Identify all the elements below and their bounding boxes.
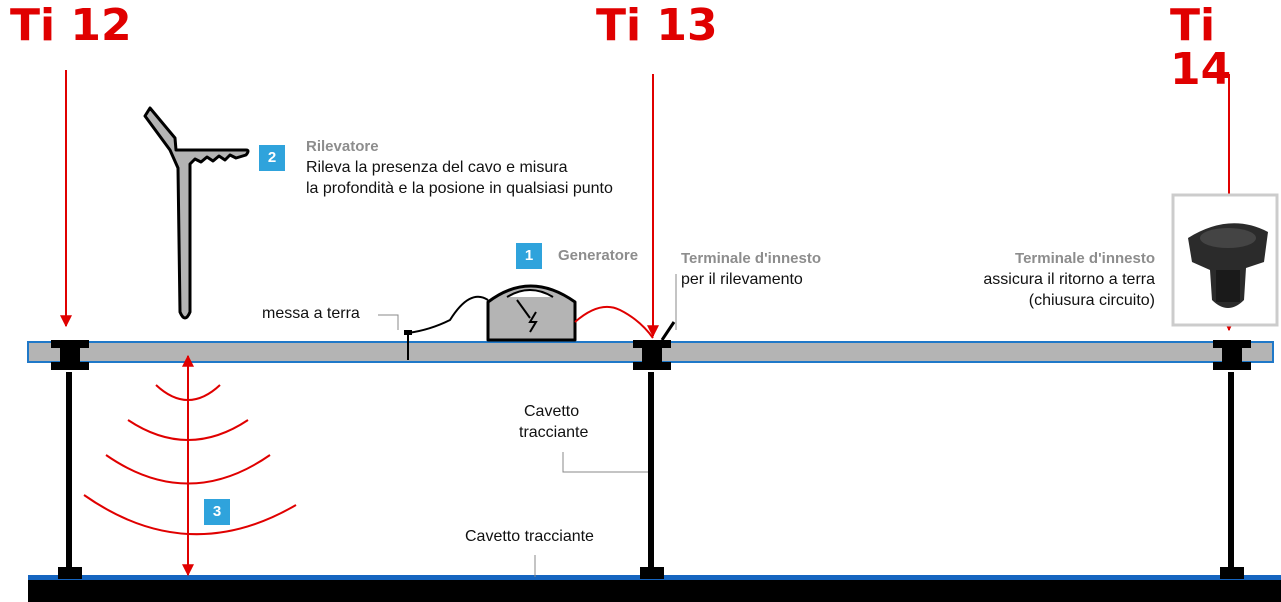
tracer-vertical-line2: tracciante — [519, 424, 589, 441]
detector-title: Rilevatore — [306, 138, 379, 155]
bottom-pipe — [28, 577, 1281, 602]
plug-terminal-1-title: Terminale d'innesto — [681, 250, 821, 267]
step-badge-3: 3 — [204, 499, 230, 525]
terminal-label-ti14: Ti 14 — [1170, 0, 1232, 95]
plug-terminal-2-desc-line1: assicura il ritorno a terra — [983, 271, 1155, 288]
ground-leader — [378, 314, 399, 330]
ground-stake-icon — [404, 295, 489, 360]
detector-icon — [143, 106, 250, 320]
plug-antenna — [660, 321, 676, 341]
ground-label: messa a terra — [262, 305, 360, 322]
step-badge-2: 2 — [259, 145, 285, 171]
step-badge-1: 1 — [516, 243, 542, 269]
plug-terminal-2-title: Terminale d'innesto — [1015, 250, 1155, 267]
plug-terminal-2-desc-line2: (chiusura circuito) — [1028, 292, 1155, 309]
riser-ti12 — [51, 340, 89, 579]
signal-waves-icon — [83, 384, 297, 536]
terminal-label-ti13: Ti 13 — [596, 0, 718, 51]
generator-cable — [574, 306, 654, 339]
tracer-bottom-label: Cavetto tracciante — [465, 528, 594, 545]
generator-icon — [486, 284, 577, 342]
tracer-vertical-line1: Cavetto — [524, 403, 580, 420]
tracer-vertical-leader — [562, 452, 648, 473]
terminal-photo-icon — [1171, 193, 1279, 327]
plug-terminal-1-desc: per il rilevamento — [681, 271, 803, 288]
detector-desc-line1: Rileva la presenza del cavo e misura — [306, 159, 568, 176]
generator-title: Generatore — [558, 247, 639, 264]
riser-ti13 — [633, 340, 671, 579]
detector-desc-line2: la profondità e la posione in qualsiasi … — [306, 180, 613, 197]
riser-ti14 — [1213, 340, 1251, 579]
terminal-label-ti12: Ti 12 — [10, 0, 132, 51]
